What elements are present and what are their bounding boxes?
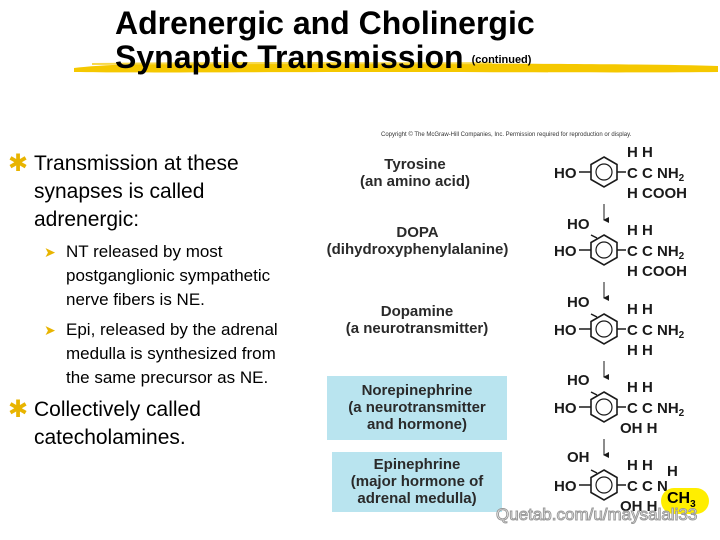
- watermark: Quetab.com/u/maysalali33: [495, 505, 698, 525]
- compound-desc: (an amino acid): [359, 173, 471, 190]
- svg-text:C C NH2: C C NH2: [627, 400, 685, 419]
- dopa-structure: HO HO H H C C NH2 H COOH: [554, 216, 687, 280]
- title-line-2: Synaptic Transmission: [115, 39, 464, 75]
- copyright-notice: Copyright © The McGraw-Hill Companies, I…: [381, 132, 632, 138]
- compound-name: Tyrosine: [384, 156, 446, 173]
- bullet-list: ✱ Transmission at these synapses is call…: [8, 150, 278, 458]
- compound-name: Dopamine: [380, 303, 454, 320]
- continued-label: (continued): [471, 53, 532, 66]
- ch3-text: CH: [667, 490, 691, 507]
- bullet-item: ✱ Transmission at these synapses is call…: [8, 150, 278, 234]
- arrow-bullet-icon: ➤: [44, 244, 56, 260]
- tyrosine-label: Tyrosine (an amino acid): [330, 156, 500, 190]
- title-highlight-brushstroke: [74, 62, 718, 73]
- asterisk-bullet-icon: ✱: [8, 150, 29, 177]
- methyl-group-label: CH3: [667, 490, 696, 510]
- compound-desc: (a neurotransmitter): [345, 320, 489, 337]
- title-line-1: Adrenergic and Cholinergic: [115, 5, 535, 41]
- svg-text:HO: HO: [554, 322, 577, 339]
- epinephrine-label: Epinephrine (major hormone of adrenal me…: [332, 456, 502, 507]
- svg-text:H H: H H: [627, 144, 653, 161]
- svg-text:HO: HO: [567, 294, 590, 311]
- bullet-text: Collectively called catecholamines.: [34, 398, 201, 449]
- svg-text:H H: H H: [627, 301, 653, 318]
- ch3-subscript: 3: [690, 499, 696, 511]
- svg-text:H: H: [667, 463, 678, 480]
- tyrosine-structure: HO H H C C NH2 H COOH: [554, 144, 687, 202]
- norepinephrine-label: Norepinephrine (a neurotransmitter and h…: [327, 382, 507, 433]
- dopa-label: DOPA (dihydroxyphenylalanine): [305, 224, 530, 258]
- compound-desc: (major hormone of: [350, 473, 484, 490]
- svg-text:HO: HO: [554, 243, 577, 260]
- sub-bullet-text: NT released by most postganglionic sympa…: [66, 242, 271, 309]
- svg-text:OH H: OH H: [620, 420, 658, 437]
- compound-name: Norepinephrine: [361, 382, 473, 399]
- compound-name: DOPA: [396, 224, 439, 241]
- svg-text:OH: OH: [567, 449, 590, 466]
- svg-text:HO: HO: [567, 216, 590, 233]
- sub-bullet-text: Epi, released by the adrenal medulla is …: [66, 320, 278, 387]
- svg-text:HO: HO: [554, 478, 577, 495]
- svg-text:C C NH2: C C NH2: [627, 243, 685, 262]
- compound-desc: and hormone): [367, 416, 467, 433]
- norepinephrine-box: [327, 376, 507, 440]
- slide-title: Adrenergic and Cholinergic Synaptic Tran…: [115, 6, 535, 77]
- svg-text:C C NH2: C C NH2: [627, 322, 685, 341]
- sub-bullet-item: ➤ Epi, released by the adrenal medulla i…: [44, 318, 278, 390]
- svg-text:OH H: OH H: [620, 498, 658, 515]
- bullet-text: Transmission at these synapses is called…: [34, 152, 239, 231]
- catecholamine-synthesis-structures: HO H H C C NH2 H COOH HO HO H H C C NH2 …: [554, 144, 687, 515]
- svg-text:H H: H H: [627, 222, 653, 239]
- norepinephrine-structure: HO HO H H C C NH2 OH H: [554, 372, 685, 437]
- compound-desc: adrenal medulla): [357, 490, 477, 507]
- epinephrine-structure: OH HO H H H C C N OH H: [554, 449, 678, 515]
- dopamine-structure: HO HO H H C C NH2 H H: [554, 294, 685, 359]
- epinephrine-box: [332, 452, 502, 512]
- asterisk-bullet-icon: ✱: [8, 396, 29, 423]
- svg-text:HO: HO: [554, 400, 577, 417]
- svg-text:HO: HO: [567, 372, 590, 389]
- svg-text:HO: HO: [554, 165, 577, 182]
- methyl-group-highlight: [661, 488, 709, 514]
- bullet-item: ✱ Collectively called catecholamines.: [8, 396, 278, 452]
- compound-desc: (a neurotransmitter: [348, 399, 486, 416]
- svg-text:H H: H H: [627, 457, 653, 474]
- svg-text:C C NH2: C C NH2: [627, 165, 685, 184]
- arrow-bullet-icon: ➤: [44, 322, 56, 338]
- svg-text:C C N: C C N: [627, 478, 668, 495]
- svg-text:H H: H H: [627, 379, 653, 396]
- dopamine-label: Dopamine (a neurotransmitter): [322, 303, 512, 337]
- svg-text:H H: H H: [627, 342, 653, 359]
- svg-text:H COOH: H COOH: [627, 263, 687, 280]
- compound-name: Epinephrine: [373, 456, 461, 473]
- svg-text:H COOH: H COOH: [627, 185, 687, 202]
- compound-desc: (dihydroxyphenylalanine): [326, 241, 509, 258]
- sub-bullet-item: ➤ NT released by most postganglionic sym…: [44, 240, 278, 312]
